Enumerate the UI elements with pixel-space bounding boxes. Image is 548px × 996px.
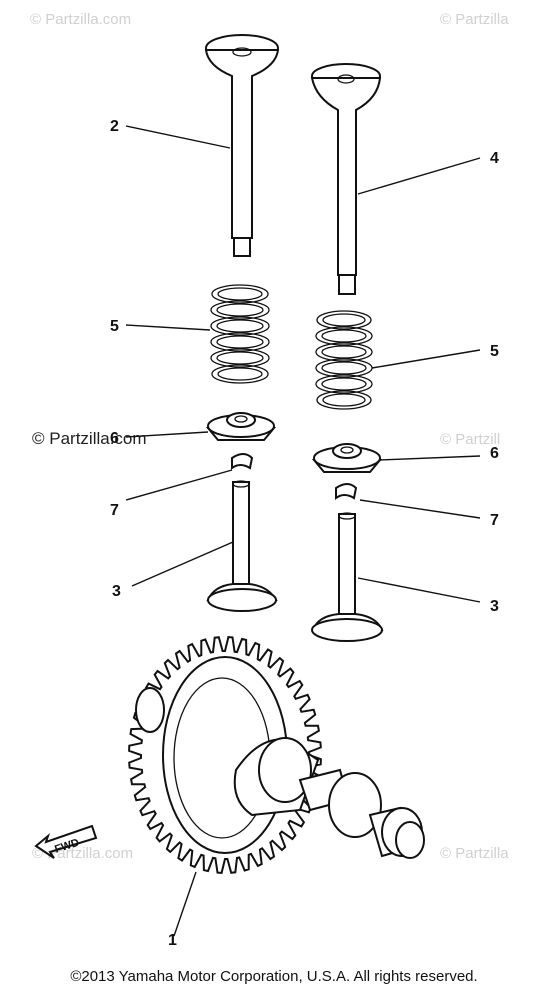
leader-6-left xyxy=(125,431,209,438)
leader-2 xyxy=(125,125,231,149)
valve-cotter-left xyxy=(231,453,254,470)
spring-retainer-left xyxy=(205,412,277,441)
watermark-mid-right: © Partzill xyxy=(440,431,500,448)
callout-5-left: 5 xyxy=(110,318,119,335)
callout-6-right: 6 xyxy=(490,445,499,462)
valve-lower-left xyxy=(206,480,278,612)
camshaft-gear xyxy=(128,636,425,874)
valve-exhaust xyxy=(310,63,382,295)
copyright-footer: ©2013 Yamaha Motor Corporation, U.S.A. A… xyxy=(70,968,478,985)
leader-1 xyxy=(173,871,197,937)
leader-3-left xyxy=(131,541,234,587)
leader-5-right xyxy=(371,349,481,369)
callout-1: 1 xyxy=(168,932,177,949)
leader-7-left xyxy=(125,469,233,501)
leader-5-left xyxy=(125,324,211,331)
valve-cotter-right xyxy=(335,483,358,500)
callout-7-left: 7 xyxy=(110,502,119,519)
callout-3-left: 3 xyxy=(112,583,121,600)
leader-4 xyxy=(357,157,481,195)
watermark-bottom-right: © Partzilla xyxy=(440,845,509,862)
leader-3-right xyxy=(357,577,481,603)
leader-6-right xyxy=(379,455,481,461)
valve-intake xyxy=(204,34,280,257)
callout-4: 4 xyxy=(490,150,499,167)
callout-2: 2 xyxy=(110,118,119,135)
callout-6-left: 6 xyxy=(110,430,119,447)
valve-spring-right xyxy=(315,310,373,410)
valve-spring-left xyxy=(210,284,270,384)
callout-5-right: 5 xyxy=(490,343,499,360)
spring-retainer-right xyxy=(311,443,383,473)
watermark-top-left: © Partzilla.com xyxy=(30,11,131,28)
callout-3-right: 3 xyxy=(490,598,499,615)
valve-lower-right xyxy=(311,512,384,642)
watermark-top-right: © Partzilla xyxy=(440,11,509,28)
watermark-mid-left: © Partzilla.com xyxy=(32,429,147,448)
leader-7-right xyxy=(359,499,481,519)
callout-7-right: 7 xyxy=(490,512,499,529)
